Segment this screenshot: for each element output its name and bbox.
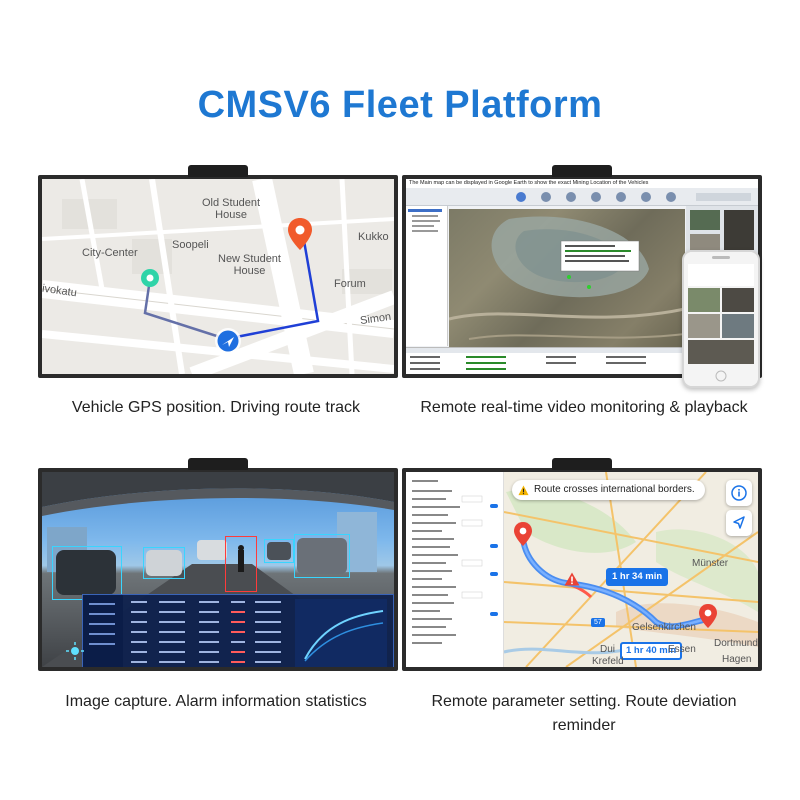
webcam — [552, 165, 612, 177]
detection-box-car-right — [294, 534, 350, 578]
city-label-munster: Münster — [692, 558, 729, 569]
smartphone-mockup — [682, 250, 760, 388]
software-header-text: The Main map can be displayed in Google … — [406, 179, 758, 188]
table-rows — [406, 348, 686, 370]
phone-screen — [684, 252, 758, 386]
caption-route-deviation: Remote parameter setting. Route deviatio… — [431, 693, 737, 734]
satellite-imagery — [448, 216, 686, 340]
toast-text: Route crosses international borders. — [534, 484, 695, 495]
page-title: CMSV6 Fleet Platform — [197, 84, 603, 126]
route-start-pin-icon — [514, 522, 532, 546]
alarm-statistics-panel[interactable] — [82, 594, 394, 667]
map-label-kukko: Kukko — [358, 231, 389, 243]
detection-box-car-far — [264, 539, 294, 563]
monitor-image-capture — [38, 458, 398, 671]
city-label-gelsenkirchen: Gelsenkirchen — [632, 622, 696, 633]
software-toolbar[interactable] — [406, 188, 758, 206]
map-roads — [42, 179, 394, 374]
detection-box-pedestrian — [225, 536, 257, 592]
tree-items — [408, 209, 442, 232]
detection-box-car-left — [52, 546, 122, 600]
start-point-icon — [141, 269, 159, 287]
map-label-forum: Forum — [334, 278, 366, 290]
route-map-screen[interactable]: Route crosses international borders. — [406, 472, 758, 667]
route-time-primary[interactable]: 1 hr 34 min — [606, 568, 669, 586]
caption-video: Remote real-time video monitoring & play… — [420, 399, 748, 416]
satellite-map[interactable] — [448, 209, 686, 347]
city-label-essen: Essen — [668, 644, 696, 655]
vehicle-location-icon[interactable] — [214, 327, 242, 355]
route-warning-toast: Route crosses international borders. — [512, 480, 705, 500]
route-deviation-warning-icon — [564, 572, 580, 586]
destination-pin-icon — [288, 218, 312, 250]
route-end-pin-icon — [699, 604, 717, 628]
route-time-secondary[interactable]: 1 hr 40 min — [620, 642, 683, 660]
monitor-route-deviation: Route crosses international borders. — [402, 458, 762, 671]
webcam — [188, 165, 248, 177]
navigation-arrow-icon — [733, 516, 745, 529]
webcam — [188, 458, 248, 470]
webcam — [552, 458, 612, 470]
locate-button[interactable] — [726, 510, 752, 536]
toolbar-icons — [516, 192, 751, 202]
vehicle-tree[interactable] — [406, 206, 448, 346]
map-label-city-center: City-Center — [82, 247, 138, 259]
detection-box-car-center — [143, 547, 185, 579]
caption-gps: Vehicle GPS position. Driving route trac… — [71, 399, 361, 416]
city-label-hagen: Hagen — [722, 654, 752, 665]
caption-image-capture: Image capture. Alarm information statist… — [65, 693, 367, 710]
warning-icon — [518, 485, 529, 496]
parameter-sidebar[interactable] — [406, 472, 504, 667]
vehicle-status-table[interactable] — [406, 347, 686, 374]
capture-glow-icon — [66, 642, 84, 660]
city-label-duisburg: Dui — [600, 644, 616, 655]
info-icon — [731, 485, 747, 501]
city-label-krefeld: Krefeld — [592, 656, 624, 667]
info-button[interactable] — [726, 480, 752, 506]
parameter-list — [412, 480, 498, 644]
road-badge: 57 — [591, 618, 605, 627]
image-capture-screen[interactable] — [42, 472, 394, 667]
alarm-table — [83, 595, 387, 667]
city-label-dortmund: Dortmund — [714, 638, 758, 649]
map-label-soopeli: Soopeli — [172, 239, 209, 251]
